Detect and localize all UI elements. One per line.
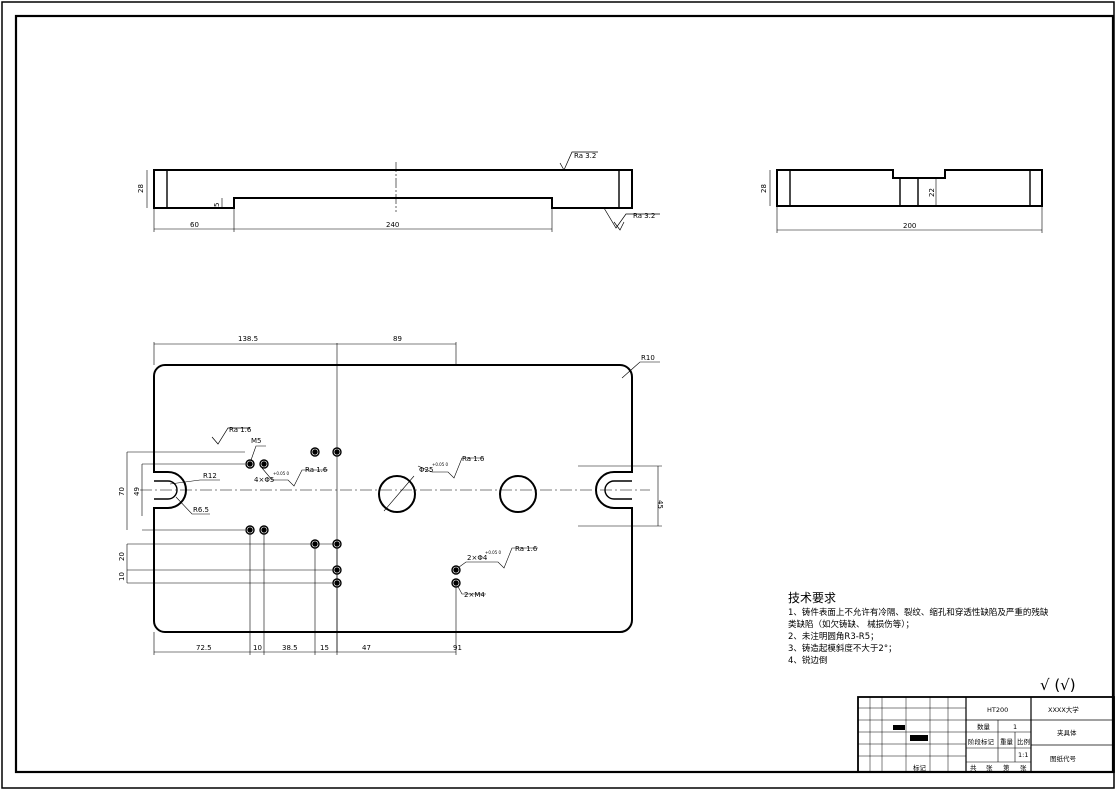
plan-left-height-inner: 49: [133, 487, 141, 496]
plan-dim-top-left: 138.5: [238, 335, 258, 343]
front-length-dim: 240: [386, 221, 399, 229]
tech-requirement-line: 1、铸件表面上不允许有冷隔、裂纹、缩孔和穿透性缺陷及严重的残缺: [788, 607, 1049, 618]
plan-small-holes: [245, 447, 461, 588]
title-block-qty-label: 数量: [977, 722, 991, 731]
plan-roughness-a: Ra 1.6: [229, 426, 252, 434]
title-block-bottom-label: 张: [986, 763, 993, 772]
front-step-dim: 5: [213, 203, 221, 207]
plan-left-offset-2: 10: [118, 572, 126, 581]
plan-corner-radius: R10: [641, 354, 655, 362]
title-block-part-name: 夹具体: [1057, 728, 1077, 737]
title-block-drawing-no: 图纸代号: [1050, 754, 1077, 763]
front-roughness-bottom: Ra 3.2: [633, 212, 655, 220]
plan-dim-top-right: 89: [393, 335, 402, 343]
plan-hole-pin-tol: +0.05 0: [485, 550, 502, 555]
title-block-stamp: [893, 725, 905, 730]
title-block-sign-label: 标记: [913, 763, 927, 772]
plan-hole-big-callout: Φ25: [419, 466, 433, 474]
side-view: [769, 169, 1043, 233]
title-block-stage-label: 阶段标记: [968, 737, 995, 746]
plan-bottom-dim-1: 72.5: [196, 644, 212, 652]
tech-requirement-line: 类缺陷（如欠铸缺、 械损伤等）；: [788, 619, 914, 630]
plan-thread-m5: M5: [251, 437, 262, 445]
plan-slot-radius-inner: R6.5: [193, 506, 209, 514]
front-view: [146, 151, 660, 232]
title-block-ratio-value: 1:1: [1018, 751, 1028, 759]
plan-roughness-b: Ra 1.6: [305, 466, 328, 474]
plan-bottom-dim-3: 38.5: [282, 644, 298, 652]
title-block-school: XXXX大学: [1048, 705, 1079, 714]
title-block-bottom-label: 共: [970, 763, 977, 772]
title-block-bottom-label: 第: [1003, 763, 1010, 772]
plan-slot-radius-outer: R12: [203, 472, 217, 480]
tech-requirement-line: 4、锐边倒: [788, 655, 827, 666]
title-block-bottom-label: 张: [1020, 763, 1027, 772]
front-roughness-top: Ra 3.2: [574, 152, 596, 160]
title-block-stamp: [910, 735, 928, 741]
side-thickness-dim: 28: [760, 184, 768, 193]
plan-view: [126, 342, 662, 655]
plan-hole-small-tol: +0.05 0: [273, 471, 290, 476]
plan-roughness-c: Ra 1.6: [462, 455, 485, 463]
drawing-frame: [14, 14, 1115, 774]
plan-bottom-dim-4: 15: [320, 644, 329, 652]
front-offset-dim: 60: [190, 221, 199, 229]
plan-bottom-dim-2: 10: [253, 644, 262, 652]
front-thickness-dim: 28: [137, 184, 145, 193]
plan-left-offset-1: 20: [118, 552, 126, 561]
plan-hole-small-callout: 4×Φ5: [254, 476, 274, 484]
plan-right-slot-width: 45: [656, 500, 664, 509]
plan-bottom-dim-6: 91: [453, 644, 462, 652]
title-block-weight-label: 重量: [1000, 738, 1014, 746]
title-block-material: HT200: [987, 706, 1008, 714]
title-block-qty-value: 1: [1013, 723, 1017, 731]
general-finish-mark: √ (√): [1040, 676, 1076, 694]
tech-requirement-line: 2、未注明圆角R3-R5；: [788, 631, 879, 642]
plan-bottom-dim-5: 47: [362, 644, 371, 652]
plan-hole-big-tol: +0.05 0: [432, 462, 449, 467]
tech-requirement-line: 3、铸造起模斜度不大于2°；: [788, 643, 897, 654]
side-width-dim: 200: [903, 222, 916, 230]
plan-roughness-d: Ra 1.6: [515, 545, 538, 553]
title-block: [857, 696, 1115, 773]
side-slot-depth-dim: 22: [928, 188, 936, 197]
title-block-ratio-label: 比例: [1017, 737, 1030, 746]
plan-thread-m4: 2×M4: [464, 591, 485, 599]
tech-requirements-title: 技术要求: [788, 591, 836, 605]
plan-left-height-outer: 70: [118, 487, 126, 496]
plan-hole-pin-callout: 2×Φ4: [467, 554, 488, 562]
